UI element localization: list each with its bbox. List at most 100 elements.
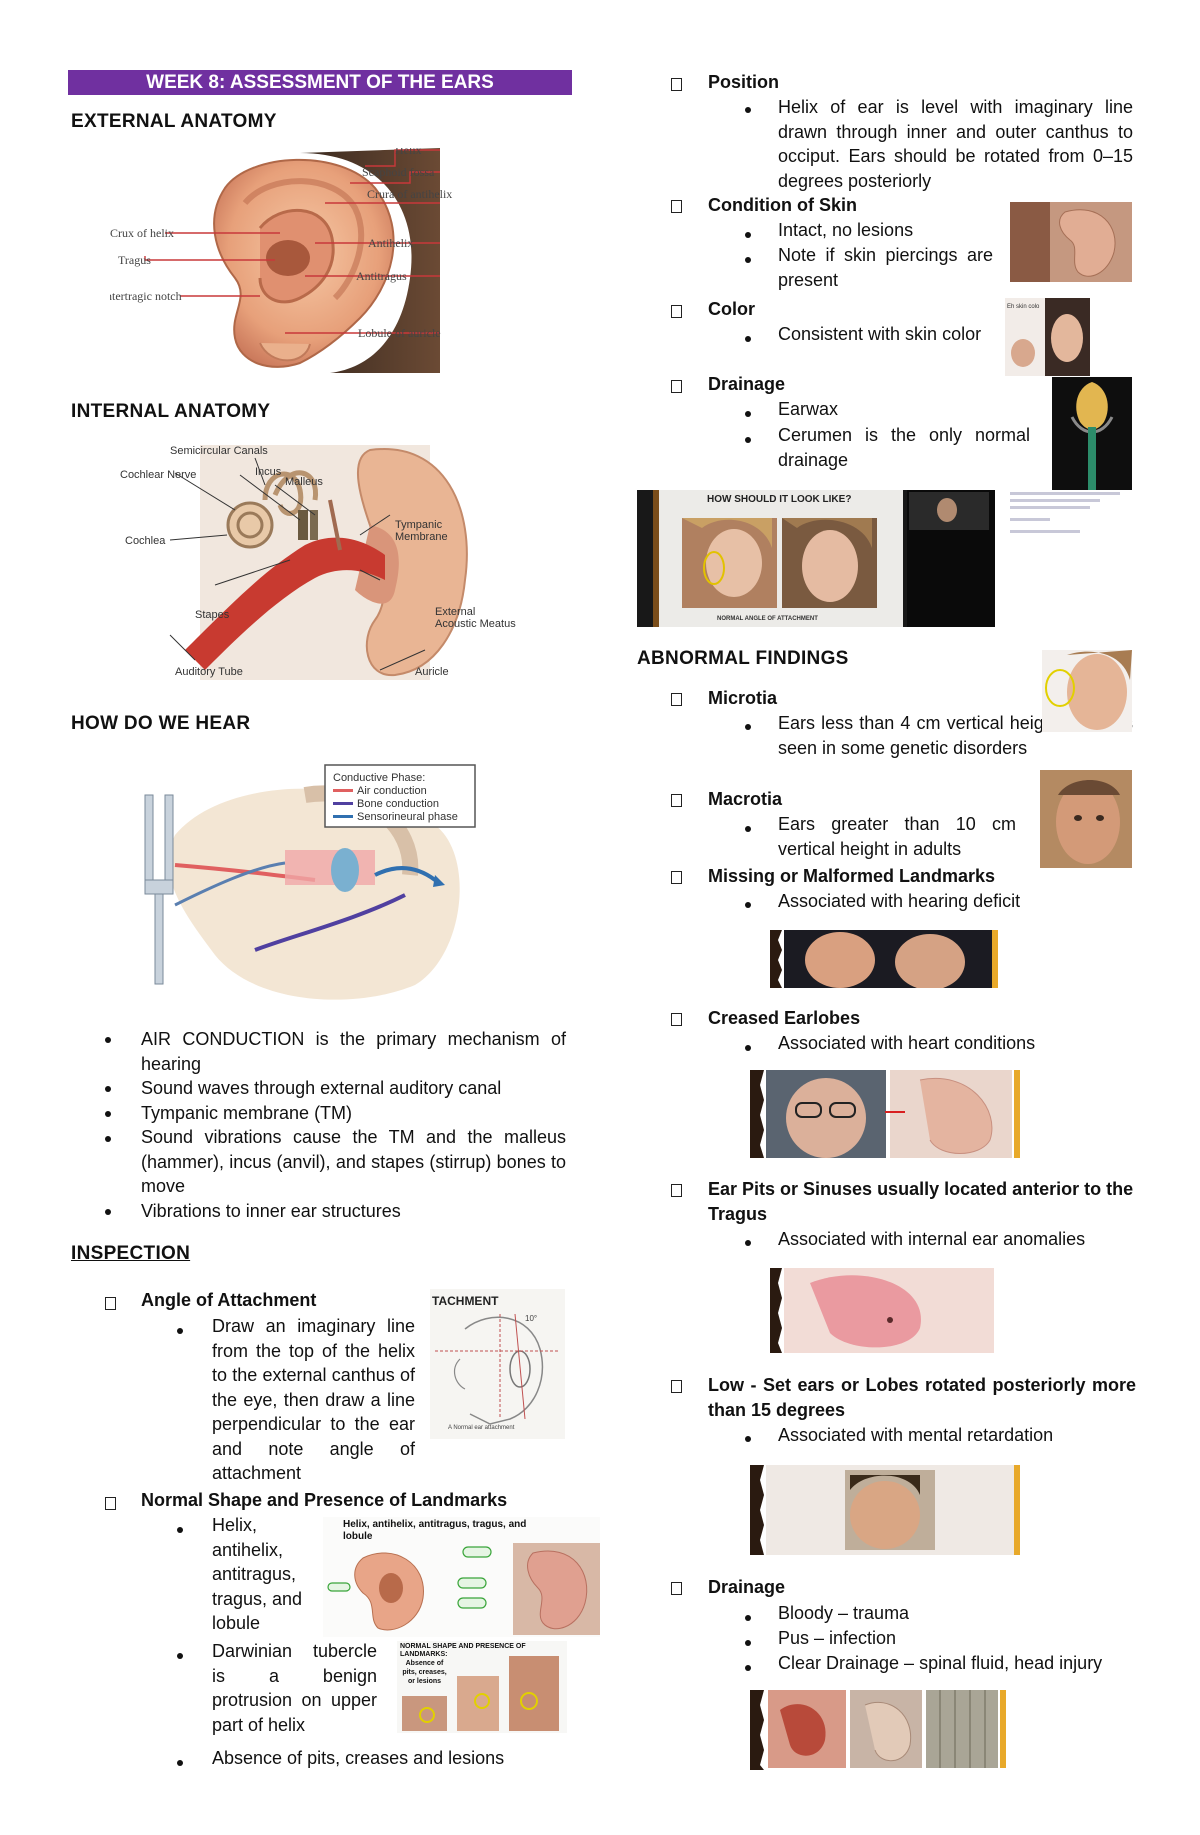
- pits-text: Associated with internal ear anomalies: [778, 1229, 1086, 1249]
- landmarks-image-title: Helix, antihelix, antitragus, tragus, an…: [343, 1519, 527, 1542]
- drainage-bullet-1: Earwax: [778, 399, 839, 419]
- label-tympanic-1: Tympanic: [395, 519, 443, 531]
- abnormal-findings-heading: ABNORMAL FINDINGS: [637, 648, 849, 669]
- drainage2-title: Drainage: [708, 1577, 786, 1597]
- skin-bullet-2: Note if skin piercings are present: [778, 245, 993, 290]
- angle-image-title: TACHMENT: [432, 1294, 499, 1308]
- darwinian-image-title: NORMAL SHAPE AND PRESENCE OF LANDMARKS:: [400, 1643, 526, 1658]
- label-external-2: Acoustic Meatus: [435, 618, 516, 630]
- video-thumbnail[interactable]: HOW SHOULD IT LOOK LIKE? NORMAL ANGLE OF…: [637, 490, 995, 627]
- list-item: Sound vibrations cause the TM and the ma…: [141, 1127, 566, 1196]
- lowset-ears-photo: [750, 1465, 1022, 1555]
- legend-bone: Bone conduction: [357, 798, 439, 810]
- list-item: Vibrations to inner ear structures: [141, 1200, 401, 1221]
- label-malleus: Malleus: [285, 476, 323, 488]
- hair-shape: [300, 148, 440, 373]
- color-title: Color: [708, 299, 755, 319]
- missing-title: Missing or Malformed Landmarks: [708, 866, 996, 886]
- page-title: WEEK 8: ASSESSMENT OF THE EARS: [68, 70, 572, 95]
- position-text: Helix of ear is level with imaginary lin…: [778, 97, 1133, 191]
- darwinian-image-sub: Absence of pits, creases, or lesions: [402, 1660, 447, 1685]
- shape-bullet-3: Absence of pits, creases and lesions: [212, 1748, 505, 1768]
- label-semicircular: Semicircular Canals: [170, 445, 268, 457]
- creased-title: Creased Earlobes: [708, 1008, 861, 1028]
- malformed-landmarks-photo: [770, 930, 1000, 988]
- video-title: HOW SHOULD IT LOOK LIKE?: [707, 494, 852, 505]
- lowset-title: Low - Set ears or Lobes rotated posterio…: [708, 1375, 1136, 1420]
- shape-bullet-1: Helix, antihelix, antitragus, tragus, an…: [212, 1515, 303, 1633]
- label-auditory-tube: Auditory Tube: [175, 666, 243, 678]
- video-caption: NORMAL ANGLE OF ATTACHMENT: [717, 616, 818, 622]
- checkbox-icon: [671, 794, 682, 807]
- drainage2-bullet-1: Bloody – trauma: [778, 1603, 910, 1623]
- canal-shape: [185, 537, 385, 670]
- ear-skin-photo: [1010, 202, 1132, 282]
- drainage2-bullet-2: Pus – infection: [778, 1628, 897, 1648]
- label-scaphoid: Scaphoid fossa: [362, 165, 435, 179]
- checkbox-icon: [671, 305, 682, 318]
- internal-ear-diagram: Semicircular Canals Cochlear Nerve Incus…: [120, 445, 516, 680]
- label-stapes: Stapes: [195, 609, 230, 621]
- angle-attachment-image: TACHMENT 10° A Normal ear attachment: [430, 1289, 565, 1439]
- skin-title: Condition of Skin: [708, 195, 857, 215]
- label-tragus: Tragus: [118, 253, 151, 267]
- pits-title: Ear Pits or Sinuses usually located ante…: [708, 1179, 1134, 1224]
- label-intertragic: Intertragic notch: [110, 289, 182, 303]
- checkbox-icon: [671, 871, 682, 884]
- label-tympanic-2: Membrane: [395, 531, 448, 543]
- position-title: Position: [708, 72, 779, 92]
- checkbox-icon: [105, 1497, 116, 1510]
- checkbox-icon: [671, 693, 682, 706]
- angle-text: Draw an imaginary line from the top of t…: [212, 1316, 415, 1483]
- skin-color-label: Eh skin colo: [1007, 304, 1040, 310]
- sidebar-thumbnail-text: [1010, 492, 1120, 533]
- checkbox-icon: [671, 1184, 682, 1197]
- macrotia-title: Macrotia: [708, 789, 783, 809]
- label-auricle: Auricle: [415, 666, 449, 678]
- label-crux: Crux of helix: [110, 226, 174, 240]
- creased-text: Associated with heart conditions: [778, 1033, 1036, 1053]
- checkbox-icon: [671, 1380, 682, 1393]
- hear-bullets: AIR CONDUCTION is the primary mechanism …: [105, 1027, 566, 1223]
- shape-title: Normal Shape and Presence of Landmarks: [141, 1490, 508, 1510]
- missing-text: Associated with hearing deficit: [778, 891, 1021, 911]
- drainage-title: Drainage: [708, 374, 786, 394]
- ear-pits-photo: [770, 1268, 1000, 1353]
- drainage2-bullet-3: Clear Drainage – spinal fluid, head inju…: [778, 1653, 1103, 1673]
- label-incus: Incus: [255, 466, 282, 478]
- label-lobule: Lobule of auricle: [358, 326, 441, 340]
- checkbox-icon: [671, 380, 682, 393]
- angle-image-caption: A Normal ear attachment: [448, 1425, 515, 1431]
- lowset-text: Associated with mental retardation: [778, 1425, 1054, 1445]
- label-antihelix: Antihelix: [368, 236, 413, 250]
- label-external-1: External: [435, 606, 475, 618]
- label-antitragus: Antitragus: [356, 269, 407, 283]
- list-item: Tympanic membrane (TM): [141, 1102, 353, 1123]
- label-cochlea: Cochlea: [125, 535, 166, 547]
- label-cochlear-nerve: Cochlear Nerve: [120, 469, 196, 481]
- checkbox-icon: [671, 78, 682, 91]
- creased-earlobe-photo: [750, 1070, 1022, 1158]
- landmarks-image: Helix, antihelix, antitragus, tragus, an…: [323, 1517, 600, 1637]
- skin-color-photo: Eh skin colo: [1005, 298, 1090, 376]
- external-ear-diagram: Helix Scaphoid fossa Crura of antihelix …: [110, 148, 452, 373]
- darwinian-image: NORMAL SHAPE AND PRESENCE OF LANDMARKS: …: [397, 1641, 567, 1733]
- legend-title: Conductive Phase:: [333, 772, 425, 784]
- inspection-heading: INSPECTION: [71, 1243, 191, 1264]
- drainage-photos: [750, 1690, 1022, 1770]
- how-we-hear-heading: HOW DO WE HEAR: [71, 713, 251, 734]
- label-crura: Crura of antihelix: [367, 187, 452, 201]
- label-helix: Helix: [395, 148, 422, 157]
- shape-bullet-2: Darwinian tubercle is a benign protrusio…: [212, 1641, 377, 1735]
- internal-anatomy-heading: INTERNAL ANATOMY: [71, 401, 271, 422]
- list-item: Sound waves through external auditory ca…: [141, 1078, 502, 1098]
- checkbox-icon: [671, 200, 682, 213]
- legend-sensorineural: Sensorineural phase: [357, 811, 458, 823]
- checkbox-icon: [105, 1297, 116, 1310]
- earwax-photo: [1052, 377, 1132, 490]
- microtia-photo: [1042, 650, 1132, 732]
- color-bullet-1: Consistent with skin color: [778, 324, 982, 344]
- checkbox-icon: [671, 1013, 682, 1026]
- hearing-diagram: Conductive Phase: Air conduction Bone co…: [144, 764, 476, 1000]
- angle-image-degree: 10°: [525, 1314, 537, 1323]
